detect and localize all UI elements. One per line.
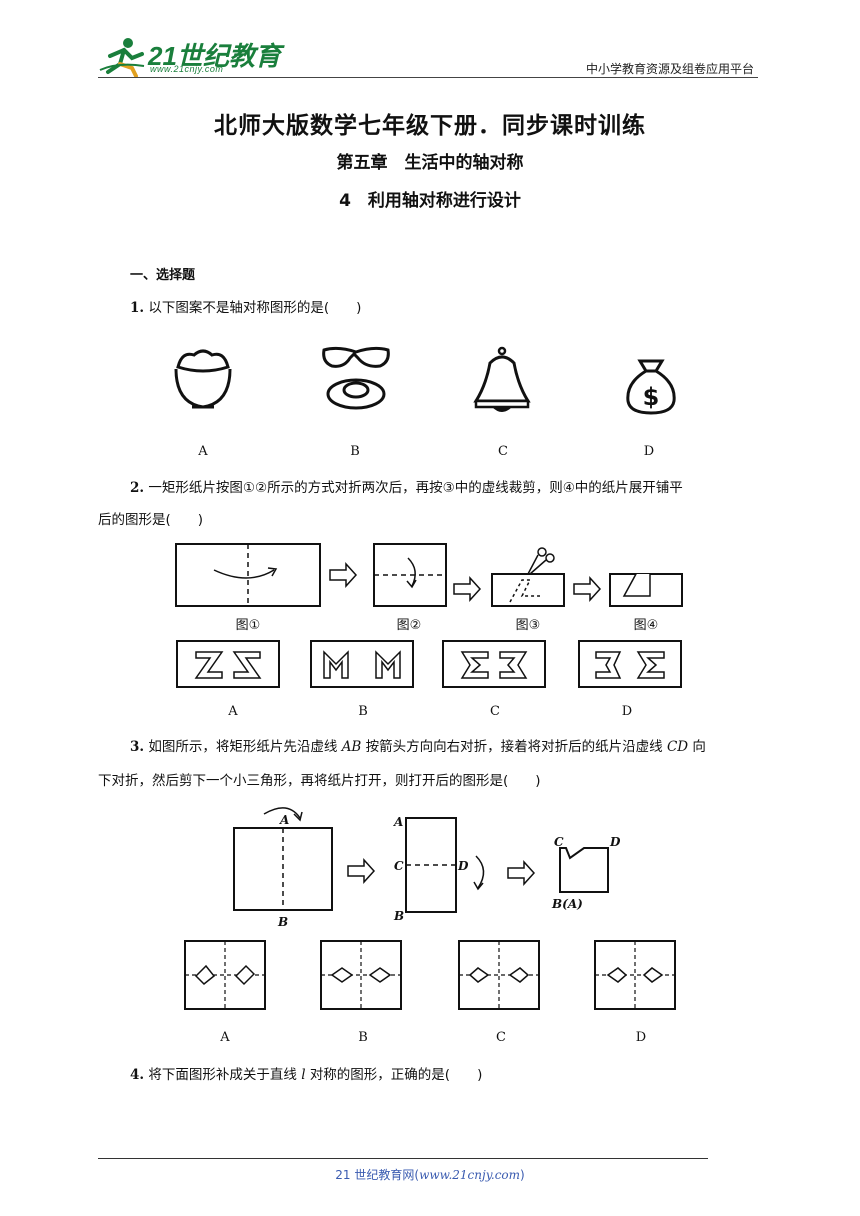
q2-fold-sequence-figure — [175, 543, 683, 607]
q3-option-a-label[interactable]: A — [220, 1030, 230, 1045]
q2-caption-fig-2: 图② — [396, 618, 422, 633]
q2-option-a-figure — [176, 640, 280, 688]
page-title: 北师大版数学七年级下册．同步课时训练 — [214, 113, 646, 139]
question-1-number: 1. — [130, 300, 145, 316]
q3-fig3-label-d: D — [609, 835, 621, 849]
q3-option-d-label[interactable]: D — [635, 1030, 647, 1045]
question-4-number: 4. — [130, 1067, 145, 1083]
logo-url: www.21cnjy.com — [150, 64, 224, 74]
question-4-text-a: 将下面图形补成关于直线 — [148, 1067, 297, 1083]
footer-suffix: ) — [520, 1168, 525, 1182]
question-3-line-2: 下对折，然后剪下一个小三角形，再将纸片打开，则打开后的图形是( ) — [98, 773, 541, 789]
q3-option-c-figure — [458, 940, 540, 1010]
lesson-title: 4 利用轴对称进行设计 — [339, 191, 521, 211]
q3-option-b-label[interactable]: B — [358, 1030, 368, 1045]
q3-label-b: B — [277, 915, 288, 929]
question-2-line-2: 后的图形是( ) — [98, 512, 204, 528]
q1-option-c-label[interactable]: C — [498, 444, 508, 459]
question-1-text: 以下图案不是轴对称图形的是( ) — [148, 300, 362, 316]
q3-fold-sequence-figure: A B A B C D C D B(A) — [233, 807, 621, 929]
q3-option-a-figure — [184, 940, 266, 1010]
footer-text: 21 世纪教育网(www.21cnjy.com) — [0, 1166, 860, 1183]
question-1: 1. 以下图案不是轴对称图形的是( ) — [130, 293, 361, 323]
section-heading: 一、选择题 — [130, 268, 196, 283]
q3-label-a: A — [279, 813, 289, 827]
q3-label-ba: B(A) — [551, 897, 583, 911]
q2-option-d-label[interactable]: D — [621, 704, 633, 719]
question-2-line-1: 2. 一矩形纸片按图①②所示的方式对折两次后，再按③中的虚线裁剪，则④中的纸片展… — [130, 473, 683, 503]
q2-option-a-label[interactable]: A — [228, 704, 238, 719]
header-divider — [98, 77, 758, 78]
question-4: 4. 将下面图形补成关于直线 l 对称的图形，正确的是( ) — [130, 1060, 482, 1090]
q3-label-c: C — [394, 859, 404, 873]
q1-option-c-bell-figure — [473, 346, 531, 412]
question-3-text-a: 如图所示，将矩形纸片先沿虚线 — [148, 739, 338, 755]
question-4-text-b: 对称的图形，正确的是( ) — [309, 1067, 483, 1083]
header-platform-text: 中小学教育资源及组卷应用平台 — [585, 62, 754, 76]
q3-fig3-label-c: C — [554, 835, 564, 849]
footer-prefix: 21 世纪教育网( — [335, 1168, 420, 1182]
q1-option-b-face-figure — [322, 346, 390, 410]
question-3-text-b: 按箭头方向向右对折，接着将对折后的纸片沿虚线 — [365, 739, 663, 755]
chapter-title: 第五章 生活中的轴对称 — [336, 153, 524, 173]
question-3-cd: CD — [666, 739, 689, 755]
q1-option-a-label[interactable]: A — [198, 444, 208, 459]
q1-option-d-money-bag-figure: $ — [626, 359, 676, 415]
q2-caption-fig-3: 图③ — [515, 618, 541, 633]
q2-option-b-figure — [310, 640, 414, 688]
q3-option-b-figure — [320, 940, 402, 1010]
footer-divider — [98, 1158, 708, 1159]
q3-option-d-figure — [594, 940, 676, 1010]
q3-fig2-label-a: A — [393, 815, 403, 829]
q3-label-d: D — [457, 859, 469, 873]
q1-option-d-label[interactable]: D — [643, 444, 655, 459]
q2-option-c-figure — [442, 640, 546, 688]
q1-option-a-bowl-figure — [174, 349, 232, 409]
q2-option-c-label[interactable]: C — [490, 704, 500, 719]
question-2-text: 一矩形纸片按图①②所示的方式对折两次后，再按③中的虚线裁剪，则④中的纸片展开铺平 — [148, 480, 683, 496]
dollar-sign-icon: $ — [643, 383, 660, 411]
q2-option-b-label[interactable]: B — [358, 704, 368, 719]
q3-option-c-label[interactable]: C — [496, 1030, 506, 1045]
question-4-line-l: l — [301, 1067, 306, 1083]
logo-runner-icon — [99, 38, 145, 78]
logo-text: 21世纪教育 — [148, 41, 281, 71]
q1-option-b-label[interactable]: B — [350, 444, 360, 459]
question-3-text-c: 向 — [692, 739, 706, 755]
question-3-line-1: 3. 如图所示，将矩形纸片先沿虚线 AB 按箭头方向向右对折，接着将对折后的纸片… — [130, 732, 706, 762]
question-3-number: 3. — [130, 739, 145, 755]
question-2-number: 2. — [130, 480, 145, 496]
q2-option-d-figure — [578, 640, 682, 688]
footer-link[interactable]: www.21cnjy.com — [419, 1168, 521, 1182]
q2-caption-fig-4: 图④ — [633, 618, 659, 633]
question-3-ab: AB — [341, 739, 362, 755]
q2-caption-fig-1: 图① — [235, 618, 261, 633]
q3-fig2-label-b: B — [393, 909, 404, 923]
